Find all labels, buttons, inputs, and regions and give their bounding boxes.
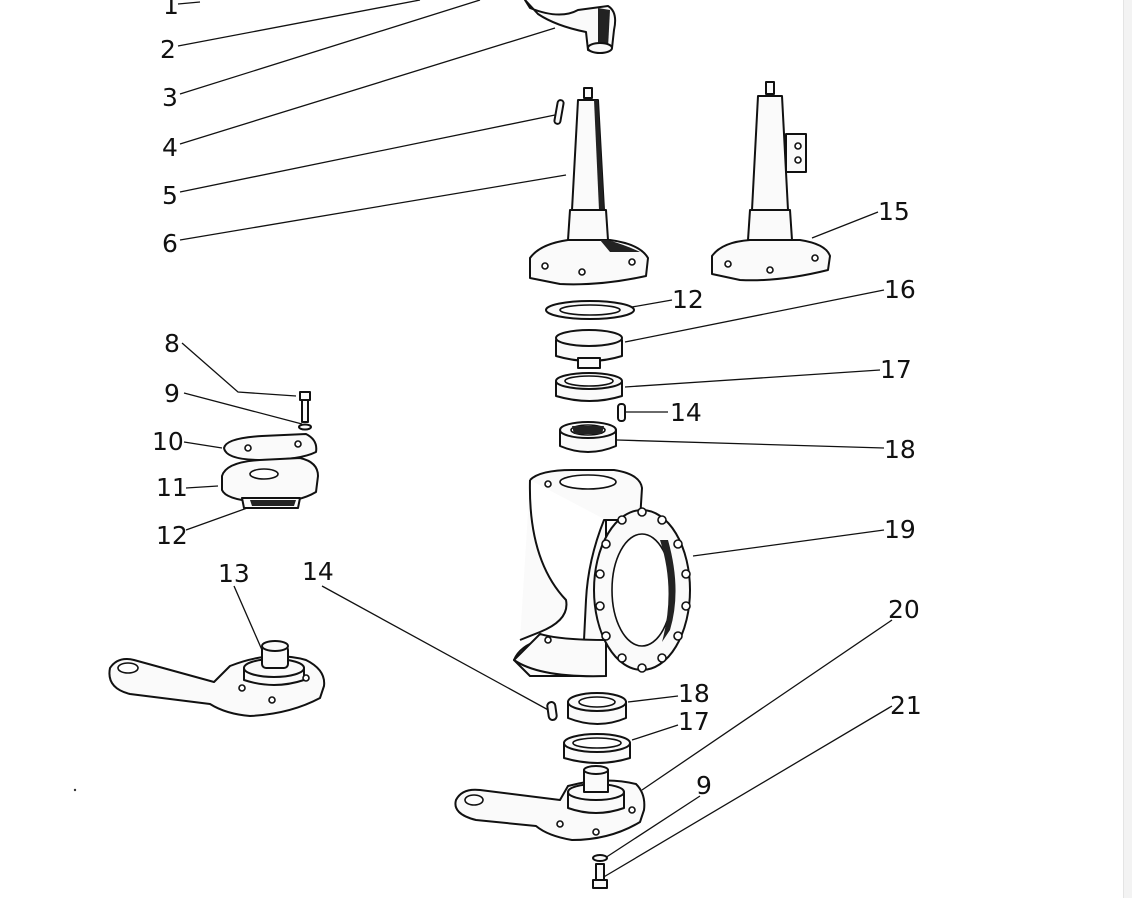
callout-21: 21 [890, 691, 922, 720]
callout-16: 16 [884, 275, 916, 304]
callout-17-upper: 17 [880, 355, 912, 384]
callout-18-lower: 18 [678, 679, 710, 708]
callout-14-upper: 14 [670, 398, 702, 427]
upper-arm-part [524, 0, 617, 54]
callout-5: 5 [162, 181, 178, 210]
callout-9-upper: 9 [164, 379, 180, 408]
kingpin-part [529, 87, 649, 286]
callout-18-upper: 18 [884, 435, 916, 464]
callout-11: 11 [156, 473, 188, 502]
callout-12-upper: 12 [672, 285, 704, 314]
leader-lines [177, 0, 893, 879]
callout-8: 8 [164, 329, 180, 358]
lower-bearings-part [546, 692, 631, 764]
key-part [617, 403, 626, 422]
callout-13: 13 [218, 559, 250, 588]
page-scrollbar[interactable] [1123, 0, 1132, 898]
roller-bearing-upper-part [559, 421, 617, 453]
cap-part [555, 329, 623, 369]
kingpin-bracket-part [711, 81, 831, 282]
callout-3: 3 [162, 83, 178, 112]
axle-carrier-part [513, 469, 691, 678]
callout-20: 20 [888, 595, 920, 624]
callout-15: 15 [878, 197, 910, 226]
callout-4: 4 [162, 133, 178, 162]
callout-2: 2 [160, 35, 176, 64]
lower-arm-part [454, 765, 646, 841]
print-speck [73, 788, 77, 792]
pin-part [553, 99, 565, 125]
callout-17-lower: 17 [678, 707, 710, 736]
bearing-cup-upper-part [555, 372, 623, 402]
callout-9-lower: 9 [696, 771, 712, 800]
callout-10: 10 [152, 427, 184, 456]
callout-12-lower: 12 [156, 521, 188, 550]
gasket-part [545, 300, 635, 320]
callout-19: 19 [884, 515, 916, 544]
callout-14-lower: 14 [302, 557, 334, 586]
lower-bolt-part [592, 854, 608, 889]
callout-1: 1 [163, 0, 179, 20]
callout-6: 6 [162, 229, 178, 258]
callout-labels: 1 2 3 4 5 6 15 12 16 8 17 9 14 10 18 11 … [152, 0, 922, 800]
drop-arm-part [108, 640, 326, 717]
lockplate-assembly-part [221, 391, 319, 509]
